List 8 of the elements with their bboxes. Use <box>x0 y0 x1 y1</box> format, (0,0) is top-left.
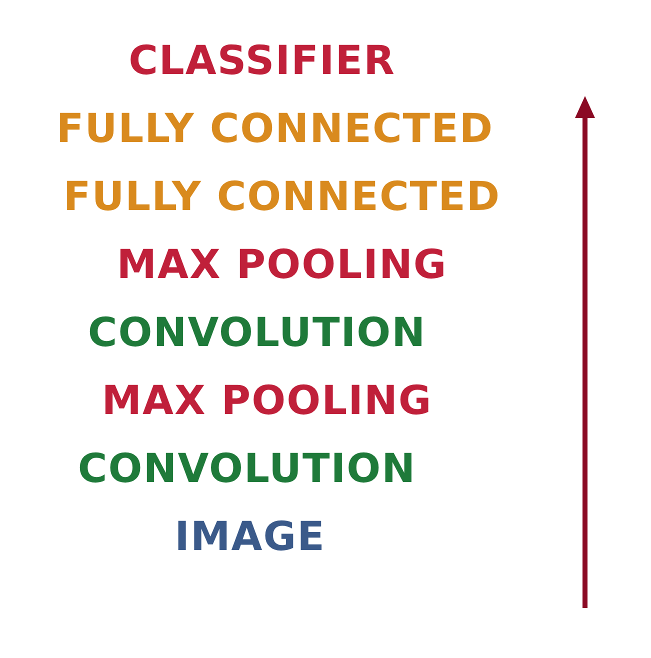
layer-label: FULLY CONNECTED <box>56 106 494 152</box>
layer-label: MAX POOLING <box>102 378 432 424</box>
layer-label: FULLY CONNECTED <box>63 174 501 220</box>
layer-label: CONVOLUTION <box>88 310 426 356</box>
layer-label: IMAGE <box>174 514 326 560</box>
layer-label: CONVOLUTION <box>78 446 416 492</box>
layer-label: MAX POOLING <box>116 242 448 288</box>
layer-label: CLASSIFIER <box>128 38 396 84</box>
